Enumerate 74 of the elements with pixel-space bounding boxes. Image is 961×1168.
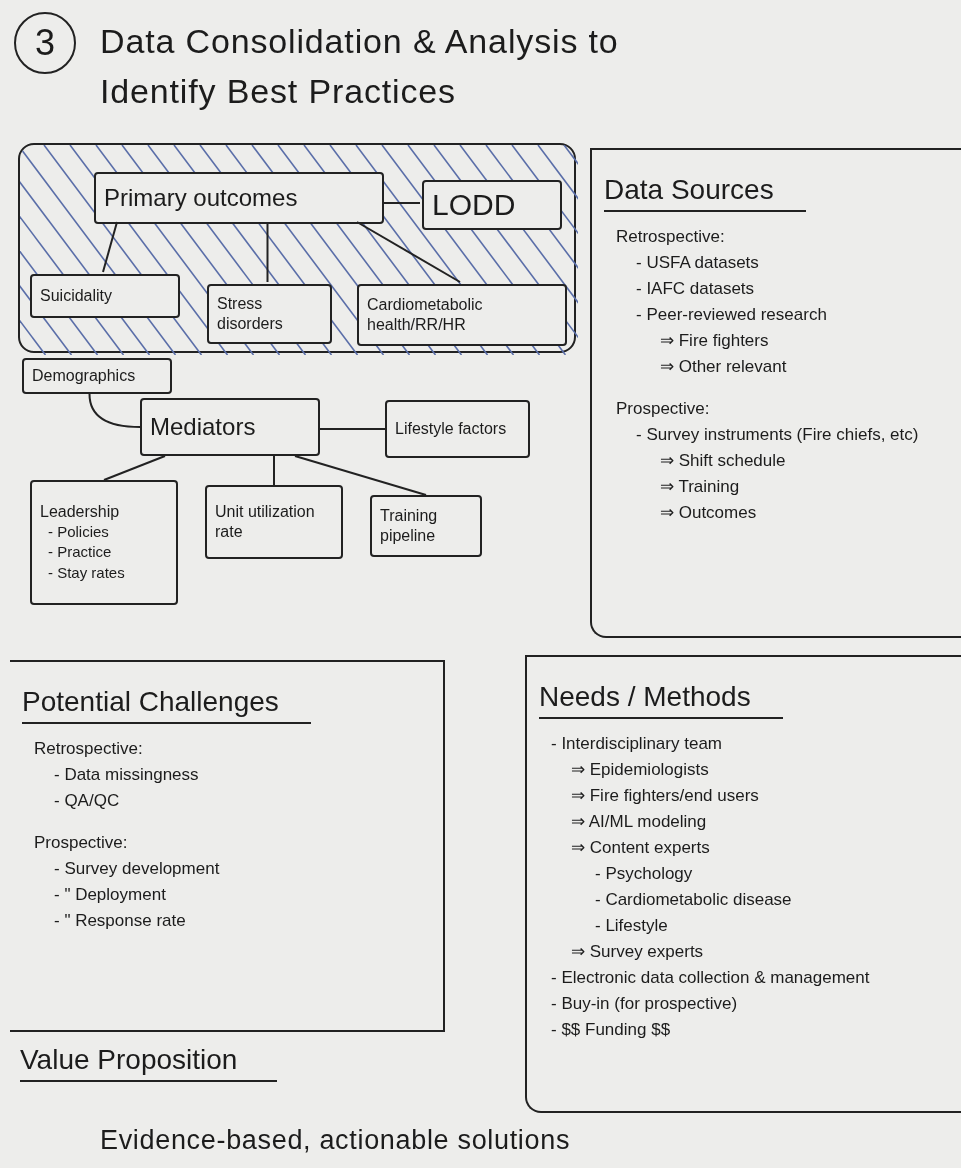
- concept-box: [357, 284, 567, 346]
- box-label: Cardiometabolic health/RR/HR: [367, 295, 484, 335]
- box-label: - Stay rates: [47, 562, 125, 583]
- connector-line: [319, 428, 386, 430]
- list-item: - " Deployment: [53, 884, 166, 906]
- connector-line: [273, 455, 275, 486]
- connector-line: [88, 393, 141, 428]
- connector-line: [266, 221, 269, 283]
- list-item: Prospective:: [615, 398, 710, 420]
- section-panel: [590, 148, 961, 638]
- list-item: ⇒ Fire fighters/end users: [570, 785, 759, 807]
- concept-box: [94, 172, 384, 224]
- list-item: ⇒ Content experts: [570, 837, 710, 859]
- connector-line: [103, 455, 166, 481]
- list-item: ⇒ Shift schedule: [659, 450, 786, 472]
- panel-heading: Needs / Methods: [539, 677, 783, 719]
- box-label: Training pipeline: [380, 506, 439, 546]
- concept-box: [30, 480, 178, 605]
- statement-text: Evidence-based, actionable solutions: [100, 1124, 571, 1157]
- list-item: - Data missingness: [53, 764, 199, 786]
- section-panel: [10, 660, 445, 1032]
- list-item: - Cardiometabolic disease: [594, 889, 792, 911]
- list-item: ⇒ AI/ML modeling: [570, 811, 707, 833]
- list-item: - Buy-in (for prospective): [550, 993, 738, 1015]
- list-item: ⇒ Other relevant: [659, 356, 787, 378]
- connector-line: [381, 202, 421, 204]
- box-label: - Practice: [47, 542, 112, 563]
- list-item: - Survey development: [53, 858, 220, 880]
- title: Data Consolidation & Analysis to Identify Best Practices: [100, 21, 620, 112]
- list-item: - Electronic data collection & management: [550, 967, 870, 989]
- list-item: - Lifestyle: [594, 915, 668, 937]
- list-item: - $$ Funding $$: [550, 1019, 671, 1041]
- connector-line: [102, 221, 118, 273]
- concept-box: [422, 180, 562, 230]
- box-label: - Policies: [47, 521, 109, 542]
- concept-box: [385, 400, 530, 458]
- panel-heading: Potential Challenges: [22, 682, 311, 724]
- list-item: Retrospective:: [615, 226, 725, 248]
- box-label: Demographics: [32, 366, 136, 386]
- concept-box: [30, 274, 180, 318]
- panel-heading: Data Sources: [604, 170, 806, 212]
- box-label: Stress disorders: [217, 294, 284, 334]
- concept-box: [22, 358, 172, 394]
- list-item: - " Response rate: [53, 910, 186, 932]
- list-item: ⇒ Outcomes: [659, 502, 757, 524]
- section-heading: Value Proposition: [20, 1040, 278, 1082]
- list-item: - Psychology: [594, 863, 693, 885]
- section-panel: [525, 655, 961, 1113]
- list-item: ⇒ Survey experts: [570, 941, 704, 963]
- box-label: Mediators: [150, 412, 256, 442]
- box-label: Unit utilization rate: [215, 502, 316, 542]
- list-item: - Peer-reviewed research: [635, 304, 827, 326]
- concept-box: [207, 284, 332, 344]
- list-item: ⇒ Fire fighters: [659, 330, 769, 352]
- list-item: - USFA datasets: [635, 252, 759, 274]
- list-item: - Survey instruments (Fire chiefs, etc): [635, 424, 919, 446]
- list-item: ⇒ Epidemiologists: [570, 759, 709, 781]
- list-item: - IAFC datasets: [635, 278, 755, 300]
- concept-box: [205, 485, 343, 559]
- box-label: Suicidality: [40, 286, 113, 306]
- list-item: - Interdisciplinary team: [550, 733, 722, 755]
- concept-box: [140, 398, 320, 456]
- connector-line: [294, 455, 427, 496]
- connector-line: [356, 221, 461, 283]
- box-label: Leadership: [40, 501, 120, 522]
- step-number: 3: [35, 25, 55, 61]
- box-label: LODD: [432, 187, 516, 224]
- list-item: Retrospective:: [33, 738, 143, 760]
- list-item: - QA/QC: [53, 790, 120, 812]
- list-item: Prospective:: [33, 832, 128, 854]
- box-label: Primary outcomes: [104, 183, 298, 213]
- list-item: ⇒ Training: [659, 476, 740, 498]
- concept-box: [370, 495, 482, 557]
- box-label: Lifestyle factors: [395, 419, 507, 439]
